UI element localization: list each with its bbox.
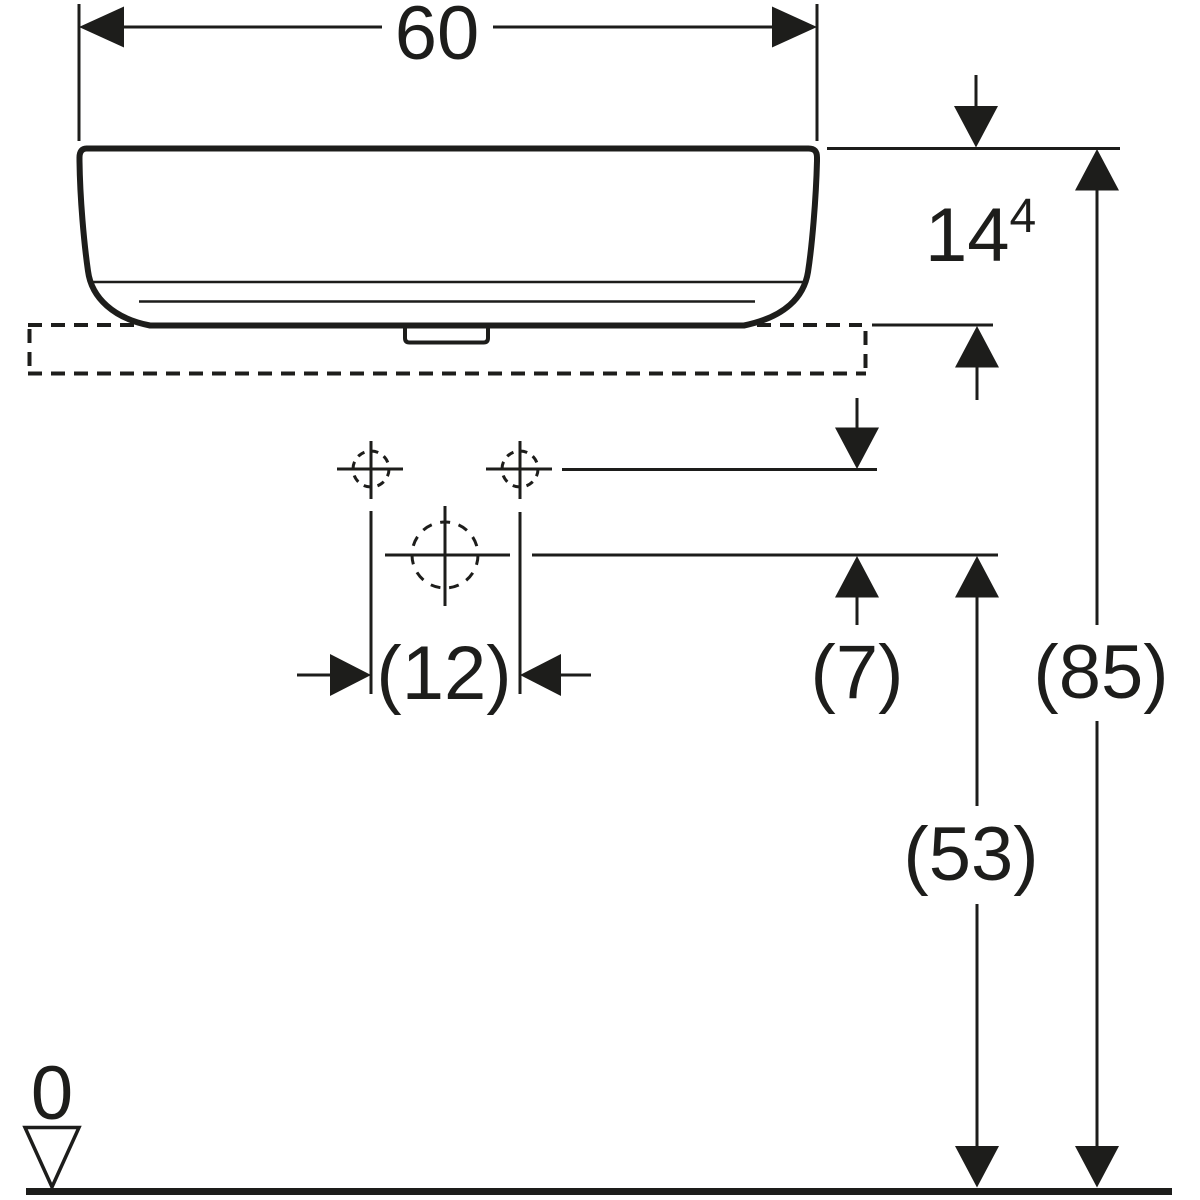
dim-14-label-base: 14 [925,193,1010,278]
dim-7-label: (7) [811,630,904,715]
dim-53-arrowhead-up [955,556,999,598]
datum-triangle-icon [22,1125,82,1192]
dim-60-label: 60 [395,0,480,76]
dim-14-label-superscript: 4 [1010,190,1037,243]
dim-7-arrowhead-down [835,427,879,469]
level-extension-lines [385,468,998,557]
dim-7-arrowhead-up [835,556,879,598]
dimension-rim-height-85 [1075,149,1119,1188]
dimension-basin-height-14 [827,75,1120,400]
dimension-outlet-height-53 [955,556,999,1188]
dim-85-arrowhead-up [1075,149,1119,191]
dim-85-label: (85) [1033,630,1168,715]
dim-14-arrowhead-down [954,106,998,148]
tap-hole-left-dashed-circle [351,449,391,489]
dimension-tap-to-outlet-7 [835,398,879,625]
datum-zero-label: 0 [31,1051,73,1136]
dim-85-arrowhead-down [1075,1146,1119,1188]
dim-12-arrowhead-left-pointing [520,654,561,696]
dim-53-label: (53) [903,812,1038,897]
drain-boss [403,328,490,345]
dimension-tap-spacing-12 [297,511,591,696]
dim-12-label: (12) [376,631,511,716]
dim-14-label: 144 [925,190,1036,278]
tap-hole-markers [337,441,552,499]
dim-53-arrowhead-down [955,1146,999,1188]
dim-14-arrowhead-up [955,326,999,368]
dimension-width-60 [77,4,819,141]
basin-outline [76,145,820,329]
dim-60-arrowhead-right [772,6,817,48]
countertop-dashed-outline [27,323,868,376]
tap-hole-right-dashed-circle [500,449,540,489]
dim-12-arrowhead-right-pointing [330,654,371,696]
floor-and-datum [22,1125,1172,1195]
dim-60-arrowhead-left [79,6,124,48]
washbasin-profile [76,145,820,345]
